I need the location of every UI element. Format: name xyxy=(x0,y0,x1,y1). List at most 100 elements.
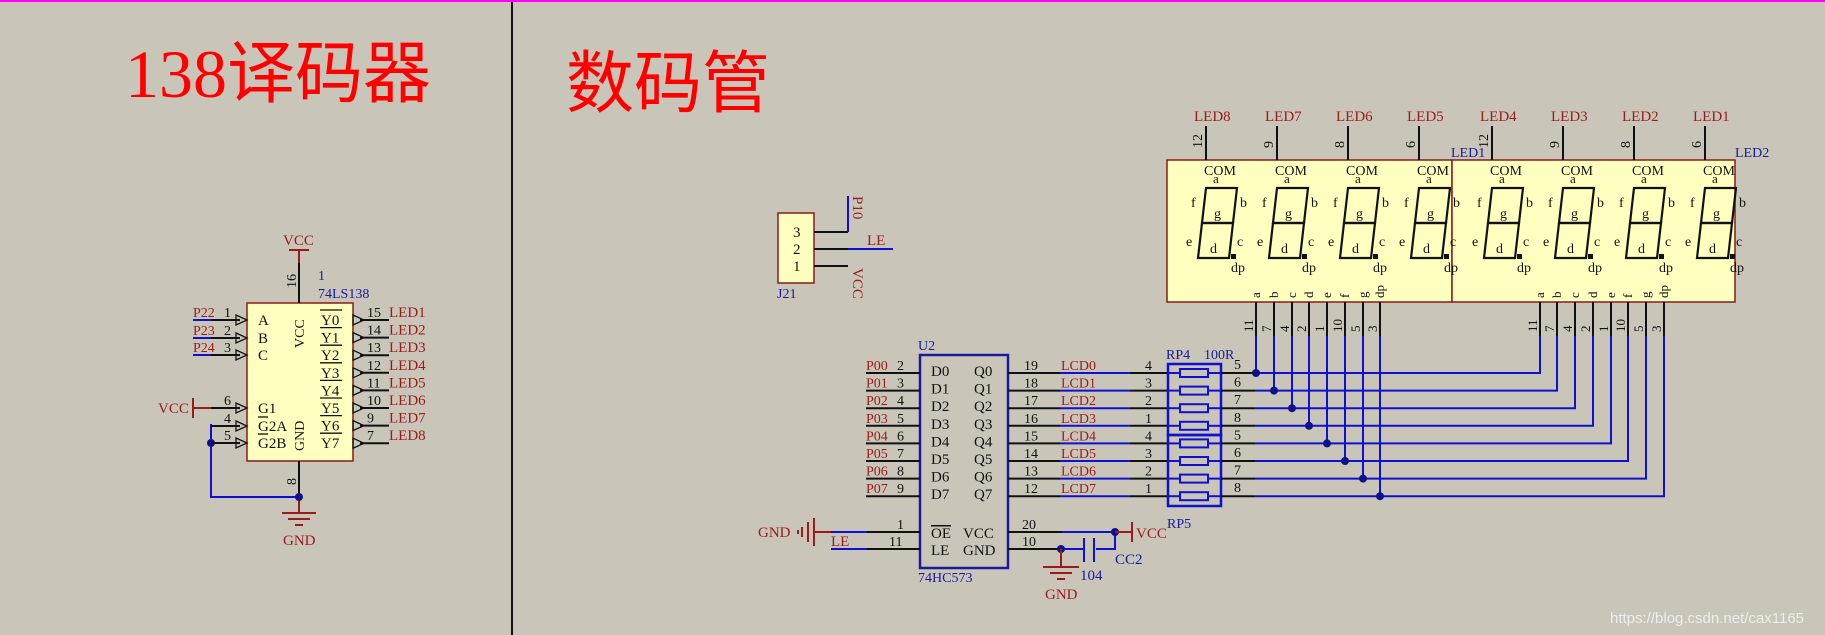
latch-input-pin-name: D5 xyxy=(931,452,949,468)
vcc-cap-wire xyxy=(1062,531,1116,550)
segment-label-a: a xyxy=(1284,171,1290,186)
segment-wire xyxy=(1255,336,1558,392)
segment-label-f: f xyxy=(1404,196,1409,211)
segment-label-c: c xyxy=(1665,235,1671,250)
segment-label-e: e xyxy=(1328,235,1334,250)
segment-label-b: b xyxy=(1311,196,1318,211)
segment-label-dp: dp xyxy=(1302,261,1316,276)
latch-input-net-label: P05 xyxy=(866,447,888,462)
segment-label-d: d xyxy=(1567,242,1574,257)
segment-label-f: f xyxy=(1191,196,1196,211)
latch-output-pin-number: 13 xyxy=(1024,465,1038,480)
latch-output-net-label: LCD2 xyxy=(1061,394,1096,409)
segment-label-b: b xyxy=(1382,196,1389,211)
segment-label-f: f xyxy=(1548,196,1553,211)
segment-pin-name: dp xyxy=(1372,285,1387,298)
decoder-output-pin-number: 15 xyxy=(367,306,381,321)
output-arrow-icon xyxy=(352,366,366,379)
decoder-output-pin-name: Y2 xyxy=(321,348,339,364)
connector-pin-number: 1 xyxy=(793,259,801,275)
latch-output-pin-number: 17 xyxy=(1024,394,1038,409)
decoder-output-net-label: LED5 xyxy=(389,375,426,391)
segment-pin-name: f xyxy=(1337,293,1352,298)
segment-label-b: b xyxy=(1739,196,1746,211)
oe-pin-number: 1 xyxy=(897,518,904,533)
segment-label-c: c xyxy=(1450,235,1456,250)
resistor-right-pin-number: 7 xyxy=(1234,393,1241,408)
connector-p10-label: P10 xyxy=(849,196,865,219)
decoder-output-pin-name: Y5 xyxy=(321,401,339,417)
decoder-output-pin-name: Y4 xyxy=(321,383,340,399)
decoder-output-net-label: LED4 xyxy=(389,358,426,374)
segment-pin-name: b xyxy=(1549,292,1564,299)
segment-label-a: a xyxy=(1570,171,1576,186)
latch-input-pin-name: D2 xyxy=(931,399,949,415)
latch-output-net-label: LCD5 xyxy=(1061,447,1096,462)
segment-pin-number: 4 xyxy=(1277,325,1292,332)
decoder-output-pin-number: 9 xyxy=(367,412,374,427)
latch-input-net-label: P00 xyxy=(866,359,888,374)
capacitor-value: 104 xyxy=(1080,568,1103,584)
input-arrow-icon xyxy=(235,313,249,327)
latch-output-pin-name: Q2 xyxy=(974,399,992,415)
latch-input-pin-name: D1 xyxy=(931,382,949,398)
decoder-part: 74LS138 xyxy=(318,287,369,302)
segment-label-c: c xyxy=(1594,235,1600,250)
display-section-title: 数码管 xyxy=(566,46,770,122)
digit-lower-segments xyxy=(1482,221,1521,260)
segment-pin-number: 11 xyxy=(1525,319,1540,332)
segment-label-c: c xyxy=(1237,235,1243,250)
digit-com-net-label: LED7 xyxy=(1265,109,1302,125)
segment-wire xyxy=(1255,336,1576,410)
segment-label-dp: dp xyxy=(1444,261,1458,276)
latch-output-pin-name: Q3 xyxy=(974,417,992,433)
connector-body xyxy=(777,212,815,284)
latch-input-pin-name: D7 xyxy=(931,487,950,503)
segment-pin-number: 10 xyxy=(1330,319,1345,332)
decoder-section-title: 138译码器 xyxy=(125,36,431,112)
latch-vcc-pin-name: VCC xyxy=(963,526,994,542)
segment-label-d: d xyxy=(1210,242,1217,257)
resistor-left-pin-number: 2 xyxy=(1145,394,1152,409)
resistor-left-pin-number: 2 xyxy=(1145,465,1152,480)
digit-com-net-label: LED3 xyxy=(1551,109,1588,125)
decoder-output-pin-number: 12 xyxy=(367,359,381,374)
display-left-designator: LED1 xyxy=(1451,146,1485,161)
oe-net-label: GND xyxy=(758,525,791,541)
decoder-output-pin-number: 10 xyxy=(367,394,381,409)
segment-label-c: c xyxy=(1736,235,1742,250)
segment-pin-number: 2 xyxy=(1294,326,1309,333)
output-arrow-icon xyxy=(352,331,366,344)
latch-output-pin-name: Q0 xyxy=(974,364,992,380)
latch-input-pin-number: 8 xyxy=(897,465,904,480)
digit-com-label: COM xyxy=(1561,164,1593,179)
latch-input-pin-name: D4 xyxy=(931,434,950,450)
digit-com-pin-number: 6 xyxy=(1690,141,1705,148)
output-arrow-icon xyxy=(352,384,366,397)
decoder-enable-pin-number: 4 xyxy=(224,412,231,427)
resistor-right-pin-number: 6 xyxy=(1234,446,1241,461)
segment-label-e: e xyxy=(1186,235,1192,250)
segment-label-e: e xyxy=(1543,235,1549,250)
latch-input-pin-name: D3 xyxy=(931,417,949,433)
connector-vcc-label: VCC xyxy=(849,268,865,299)
segment-label-a: a xyxy=(1641,171,1647,186)
junction xyxy=(1288,404,1296,413)
latch-output-pin-name: Q6 xyxy=(974,470,993,486)
latch-vcc-pin-number: 20 xyxy=(1022,518,1036,533)
decoder-output-pin-number: 14 xyxy=(367,324,381,339)
resistor-element xyxy=(1179,473,1209,484)
segment-label-g: g xyxy=(1500,207,1507,222)
segment-label-f: f xyxy=(1333,196,1338,211)
segment-pin-name: b xyxy=(1266,292,1281,299)
decoder-gnd-label: GND xyxy=(283,533,316,549)
decoder-output-pin-number: 13 xyxy=(367,341,381,356)
segment-pin-number: 11 xyxy=(1241,319,1256,332)
segment-label-e: e xyxy=(1685,235,1691,250)
segment-label-a: a xyxy=(1213,171,1219,186)
segment-label-e: e xyxy=(1257,235,1263,250)
junction xyxy=(1359,474,1367,483)
segment-label-g: g xyxy=(1214,207,1221,222)
